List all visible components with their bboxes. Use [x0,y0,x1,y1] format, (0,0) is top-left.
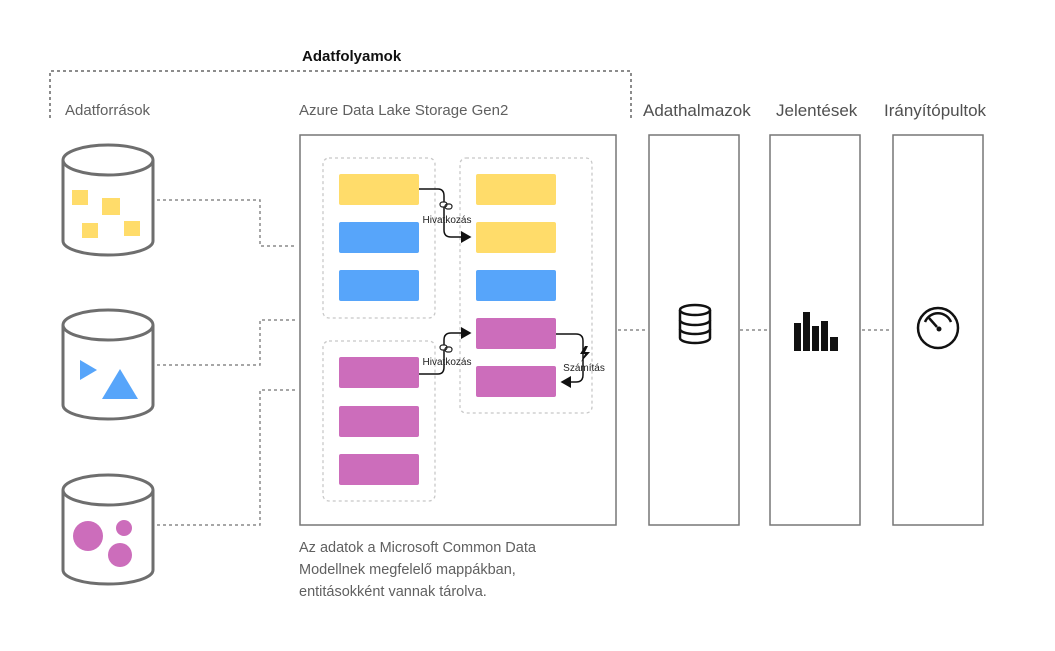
link-icon [439,201,453,210]
source-cylinder-files [61,143,155,257]
entity-blue-3 [476,270,556,301]
entity-yellow-1 [339,174,419,205]
storage-label: Azure Data Lake Storage Gen2 [299,102,509,119]
entity-pink-2 [339,406,419,437]
folder-left-top [322,157,436,319]
reports-label: Jelentések [776,101,858,120]
compute-label: Számítás [563,363,605,374]
description-line-1: Az adatok a Microsoft Common Data [299,540,536,556]
diagram-title: Adatfolyamok [302,48,402,65]
link-label-1: Hivatkozás [423,215,472,226]
entity-pink-5 [476,366,556,397]
entity-blue-2 [339,270,419,301]
bar-chart-icon [794,312,838,351]
folder-right [459,157,593,414]
gauge-icon [916,306,960,350]
datasets-label: Adathalmazok [643,101,751,120]
dashboards-label: Irányítópultok [884,101,987,120]
datasets-column [648,134,740,526]
storage-description: Az adatok a Microsoft Common Data Modell… [299,537,579,603]
link-icon [439,344,453,353]
lightning-icon [580,346,590,362]
description-line-3: entitásokként vannak tárolva. [299,584,487,600]
source-connectors [157,199,297,526]
sources-label: Adatforrások [65,102,151,119]
entity-pink-4 [476,318,556,349]
entity-pink-1 [339,357,419,388]
entity-blue-1 [339,222,419,253]
link-label-2: Hivatkozás [423,357,472,368]
folder-left-bottom [322,340,436,502]
description-line-2: Modellnek megfelelő mappákban, [299,562,516,578]
entity-yellow-2 [476,174,556,205]
source-cylinder-circles [61,473,155,586]
entity-yellow-3 [476,222,556,253]
link-arrow-2 [419,327,472,375]
dataflow-bracket [49,70,632,118]
database-icon [678,303,712,345]
source-cylinder-shapes [61,308,155,421]
link-arrow-1 [419,188,472,243]
entity-pink-3 [339,454,419,485]
